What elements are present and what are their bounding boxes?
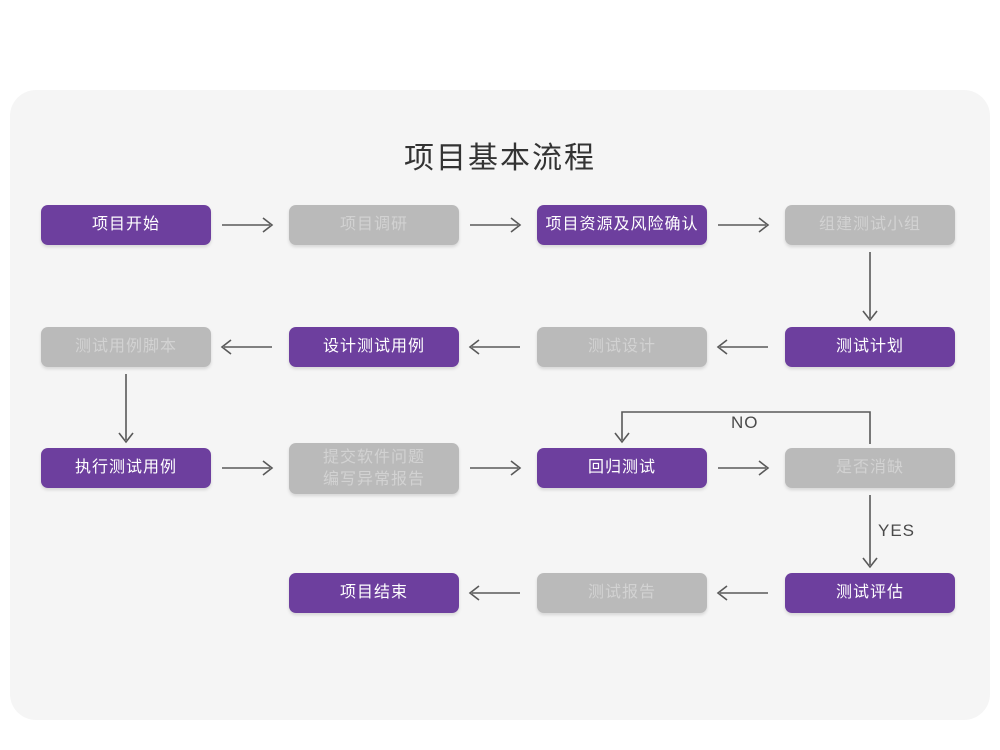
flow-node-regression-test[interactable]: 回归测试 (537, 448, 707, 488)
edge-label-yes: YES (878, 521, 916, 540)
arrow-right-5 (470, 458, 526, 478)
flow-node-test-report[interactable]: 测试报告 (537, 573, 707, 613)
arrow-left-2 (468, 337, 526, 357)
flow-node-defect-cleared-decision[interactable]: 是否消缺 (785, 448, 955, 488)
arrow-no-feedback-loop (614, 408, 878, 452)
flow-node-execute-testcase[interactable]: 执行测试用例 (41, 448, 211, 488)
arrow-left-5 (716, 583, 774, 603)
edge-label-no: NO (731, 413, 759, 432)
flow-node-test-plan[interactable]: 测试计划 (785, 327, 955, 367)
arrow-left-4 (468, 583, 526, 603)
content-panel (10, 90, 990, 720)
flow-node-project-end[interactable]: 项目结束 (289, 573, 459, 613)
arrow-right-2 (470, 215, 526, 235)
arrow-down-yes (860, 495, 880, 575)
arrow-down-team-to-plan (860, 252, 880, 326)
flow-node-project-start[interactable]: 项目开始 (41, 205, 211, 245)
arrow-left-3 (716, 337, 774, 357)
flow-node-design-testcase[interactable]: 设计测试用例 (289, 327, 459, 367)
flow-node-submit-issue-report[interactable]: 提交软件问题 编写异常报告 (289, 443, 459, 494)
arrow-down-script-to-execute (116, 374, 136, 448)
flow-node-project-research[interactable]: 项目调研 (289, 205, 459, 245)
flow-node-resource-risk-confirm[interactable]: 项目资源及风险确认 (537, 205, 707, 245)
arrow-left-1 (220, 337, 278, 357)
flow-node-testcase-script[interactable]: 测试用例脚本 (41, 327, 211, 367)
arrow-right-6 (718, 458, 774, 478)
flow-node-test-evaluation[interactable]: 测试评估 (785, 573, 955, 613)
flow-node-test-design[interactable]: 测试设计 (537, 327, 707, 367)
arrow-right-1 (222, 215, 278, 235)
flow-node-build-test-team[interactable]: 组建测试小组 (785, 205, 955, 245)
arrow-right-3 (718, 215, 774, 235)
page-title: 项目基本流程 (404, 142, 596, 175)
arrow-right-4 (222, 458, 278, 478)
